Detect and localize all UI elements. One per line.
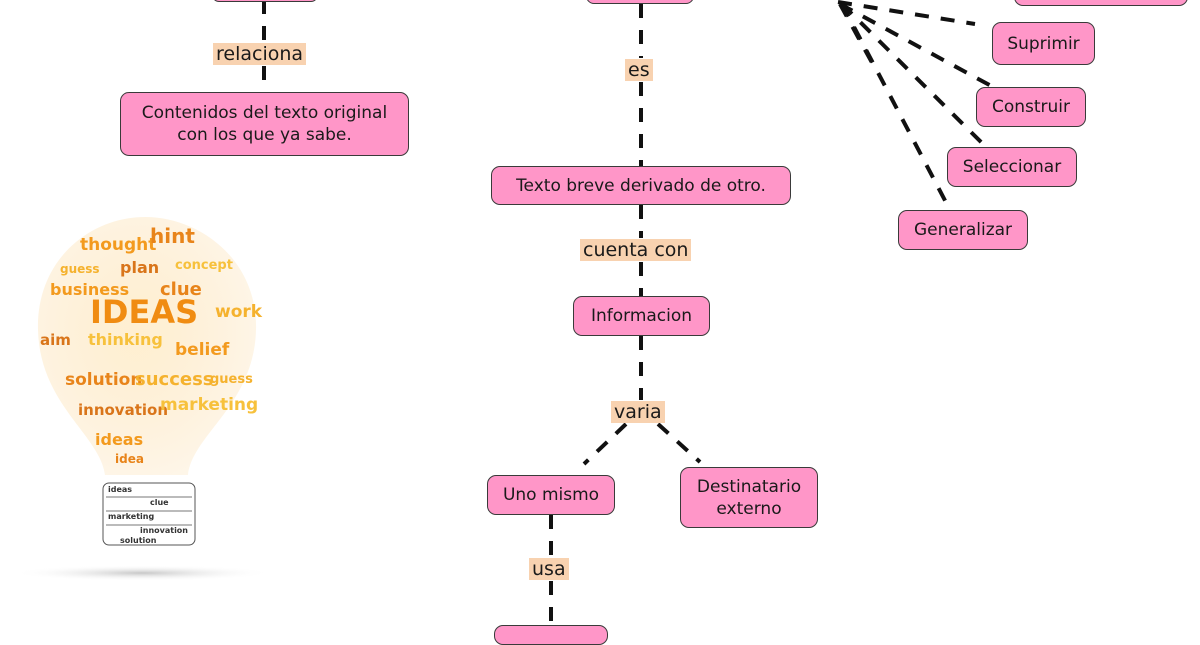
- concept-destinatario: Destinatario externo: [680, 467, 818, 528]
- concept-informacion: Informacion: [573, 296, 710, 336]
- bulb-base-word: clue: [150, 498, 169, 507]
- bulb-base-word: ideas: [108, 485, 132, 494]
- bulb-word: work: [215, 302, 263, 322]
- bulb-glass: [37, 217, 257, 475]
- concept-seleccionar: Seleccionar: [947, 147, 1077, 187]
- bulb-word: hint: [150, 224, 195, 248]
- edge-hub-to-suprimir: [839, 2, 996, 90]
- bulb-base-word: marketing: [108, 512, 154, 521]
- bulb-headline-word: IDEAS: [90, 293, 198, 331]
- edge-varia-to-uno-mismo: [582, 422, 628, 466]
- bulb-base-word: solution: [120, 536, 157, 545]
- bulb-word: business: [50, 280, 129, 299]
- concept-suprimir: Suprimir: [992, 22, 1095, 65]
- bulb-word: thought: [80, 235, 156, 255]
- link-cuenta-con: cuenta con: [580, 239, 692, 261]
- link-usa: usa: [529, 558, 569, 580]
- link-es: es: [625, 59, 653, 81]
- concept-box-top-center-partial: [586, 0, 694, 4]
- concept-box-top-right-partial: [1014, 0, 1188, 6]
- concept-generalizar: Generalizar: [898, 210, 1028, 250]
- bulb-word: aim: [40, 331, 71, 349]
- bulb-word: success: [135, 369, 214, 390]
- bulb-word: belief: [175, 340, 230, 360]
- concept-uno-mismo: Uno mismo: [487, 475, 615, 515]
- edge-hub-to-top-right: [837, 0, 976, 26]
- edge-hub-to-construir: [840, 2, 987, 148]
- edge-hub-to-generalizar: [838, 3, 878, 71]
- bulb-base-word: innovation: [140, 526, 188, 535]
- concept-box-bottom-partial: [494, 625, 608, 645]
- bulb-word: guess: [60, 262, 100, 276]
- bulb-word: concept: [175, 258, 233, 273]
- concept-construir: Construir: [976, 87, 1086, 127]
- bulb-word: plan: [120, 258, 159, 277]
- bulb-word: innovation: [78, 401, 168, 419]
- concept-contenidos: Contenidos del texto original con los qu…: [120, 92, 409, 156]
- bulb-word: clue: [160, 279, 202, 300]
- edge-varia-to-destinatario: [656, 422, 702, 464]
- concept-texto-breve: Texto breve derivado de otro.: [491, 166, 791, 205]
- bulb-word: thinking: [88, 330, 163, 349]
- bulb-word: guess: [210, 372, 253, 387]
- link-relaciona: relaciona: [213, 43, 307, 65]
- bulb-word: ideas: [95, 430, 143, 449]
- bulb-base: [102, 482, 196, 546]
- connector-lines: [262, 0, 996, 630]
- concept-box-top-left-partial: [212, 0, 318, 2]
- link-varia: varia: [611, 401, 665, 423]
- bulb-shadow: [12, 565, 272, 581]
- bulb-word: marketing: [160, 395, 258, 415]
- bulb-word: solution: [65, 370, 142, 390]
- bulb-word: idea: [115, 452, 144, 466]
